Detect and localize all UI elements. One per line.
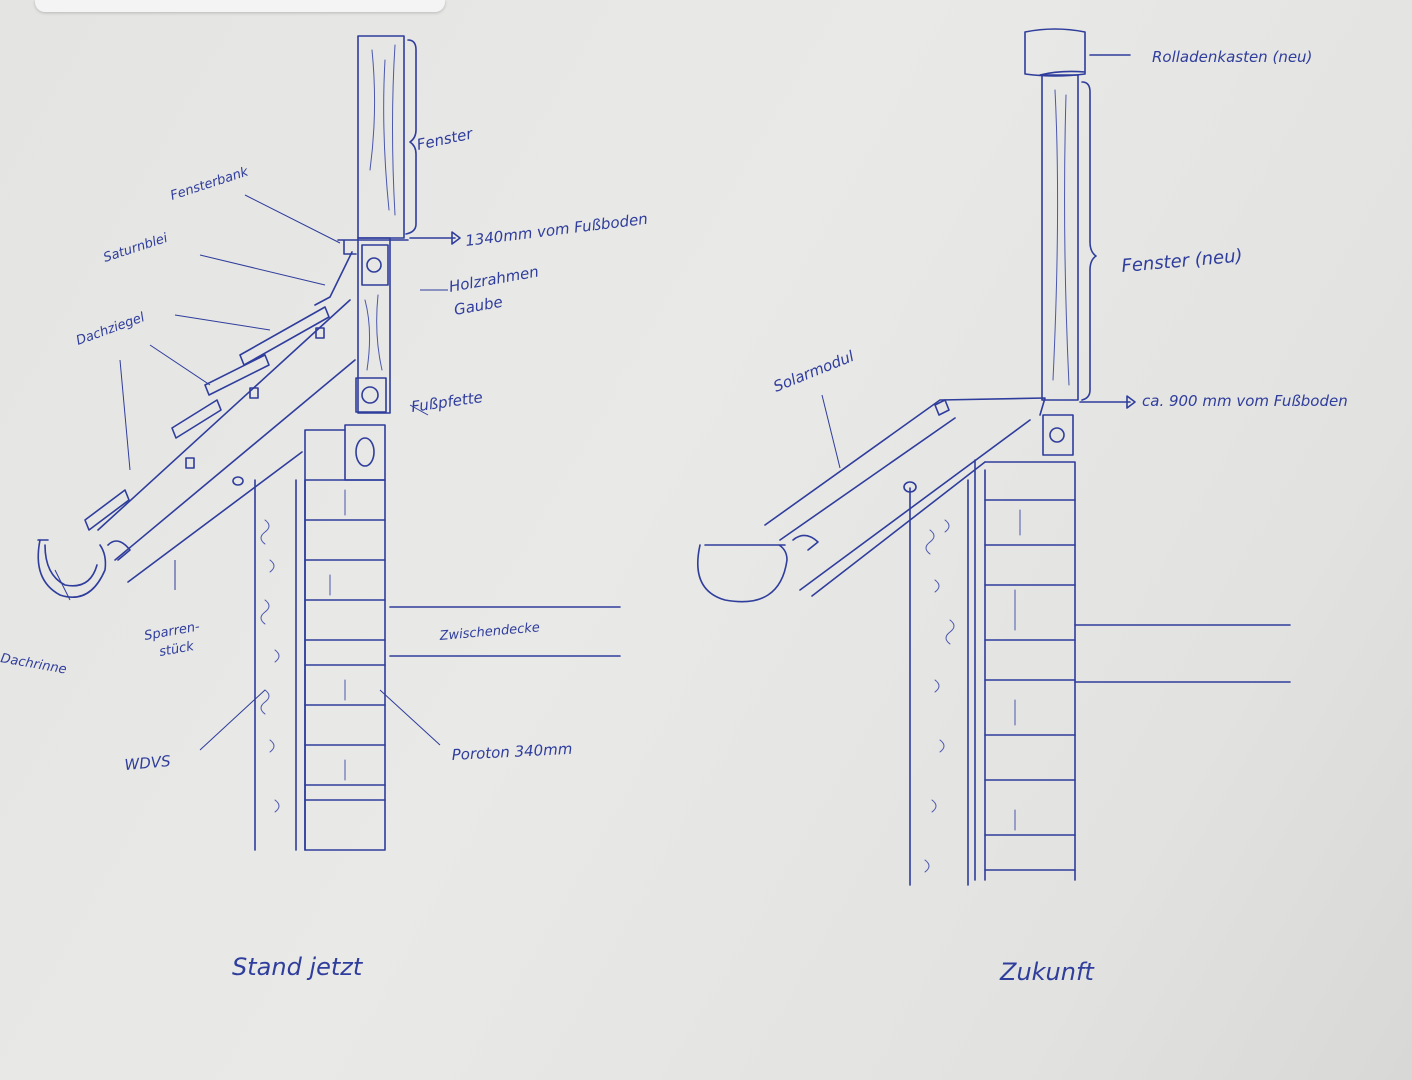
label-fusspfette: Fußpfette bbox=[410, 388, 484, 416]
new-window bbox=[1041, 74, 1136, 409]
caption-zukunft: Zukunft bbox=[999, 958, 1095, 986]
leader-solarmodul bbox=[821, 394, 841, 469]
gaube-frame bbox=[355, 237, 391, 414]
label-solarmodul: Solarmodul bbox=[771, 347, 858, 396]
leader-lines bbox=[54, 194, 448, 751]
left-sketch: Fenster Fensterbank Saturnblei 1340mm vo… bbox=[0, 35, 649, 981]
label-poroton: Poroton 340mm bbox=[451, 740, 573, 764]
windowsill bbox=[314, 231, 461, 306]
viewer-top-edge bbox=[35, 0, 445, 12]
poroton-wall-new bbox=[974, 459, 1076, 881]
label-stueck: stück bbox=[158, 639, 195, 660]
label-wdvs: WDVS bbox=[124, 752, 172, 774]
window-frame bbox=[357, 35, 417, 239]
label-fensterbank: Fensterbank bbox=[169, 164, 251, 203]
rolladenkasten bbox=[1024, 28, 1131, 77]
wdvs-insulation bbox=[254, 479, 297, 851]
label-height-current: 1340mm vom Fußboden bbox=[464, 210, 648, 250]
fusspfette bbox=[304, 424, 386, 851]
right-sketch: Rolladenkasten (neu) Fenster (neu) Solar… bbox=[696, 28, 1348, 986]
label-dachziegel: Dachziegel bbox=[74, 310, 147, 349]
gutter bbox=[37, 539, 107, 598]
label-height-future: ca. 900 mm vom Fußboden bbox=[1142, 392, 1348, 410]
label-gaube: Gaube bbox=[453, 293, 504, 319]
label-fenster-neu: Fenster (neu) bbox=[1121, 245, 1244, 277]
label-dachrinne: Dachrinne bbox=[0, 651, 68, 677]
label-holzrahmen: Holzrahmen bbox=[448, 262, 540, 295]
gutter-new bbox=[696, 544, 788, 603]
wdvs-insulation-new bbox=[909, 479, 969, 886]
roof-current bbox=[84, 299, 356, 583]
poroton-wall bbox=[304, 479, 386, 851]
intermediate-ceiling bbox=[389, 606, 621, 657]
label-saturnblei: Saturnblei bbox=[102, 231, 170, 266]
label-rolladenkasten: Rolladenkasten (neu) bbox=[1152, 48, 1312, 66]
fusspfette-new bbox=[1042, 414, 1074, 456]
solar-roof bbox=[764, 397, 1046, 597]
caption-stand-jetzt: Stand jetzt bbox=[232, 953, 364, 981]
label-zwischendecke: Zwischendecke bbox=[438, 620, 540, 644]
intermediate-ceiling-new bbox=[1074, 624, 1291, 683]
label-fenster: Fenster bbox=[415, 124, 475, 154]
